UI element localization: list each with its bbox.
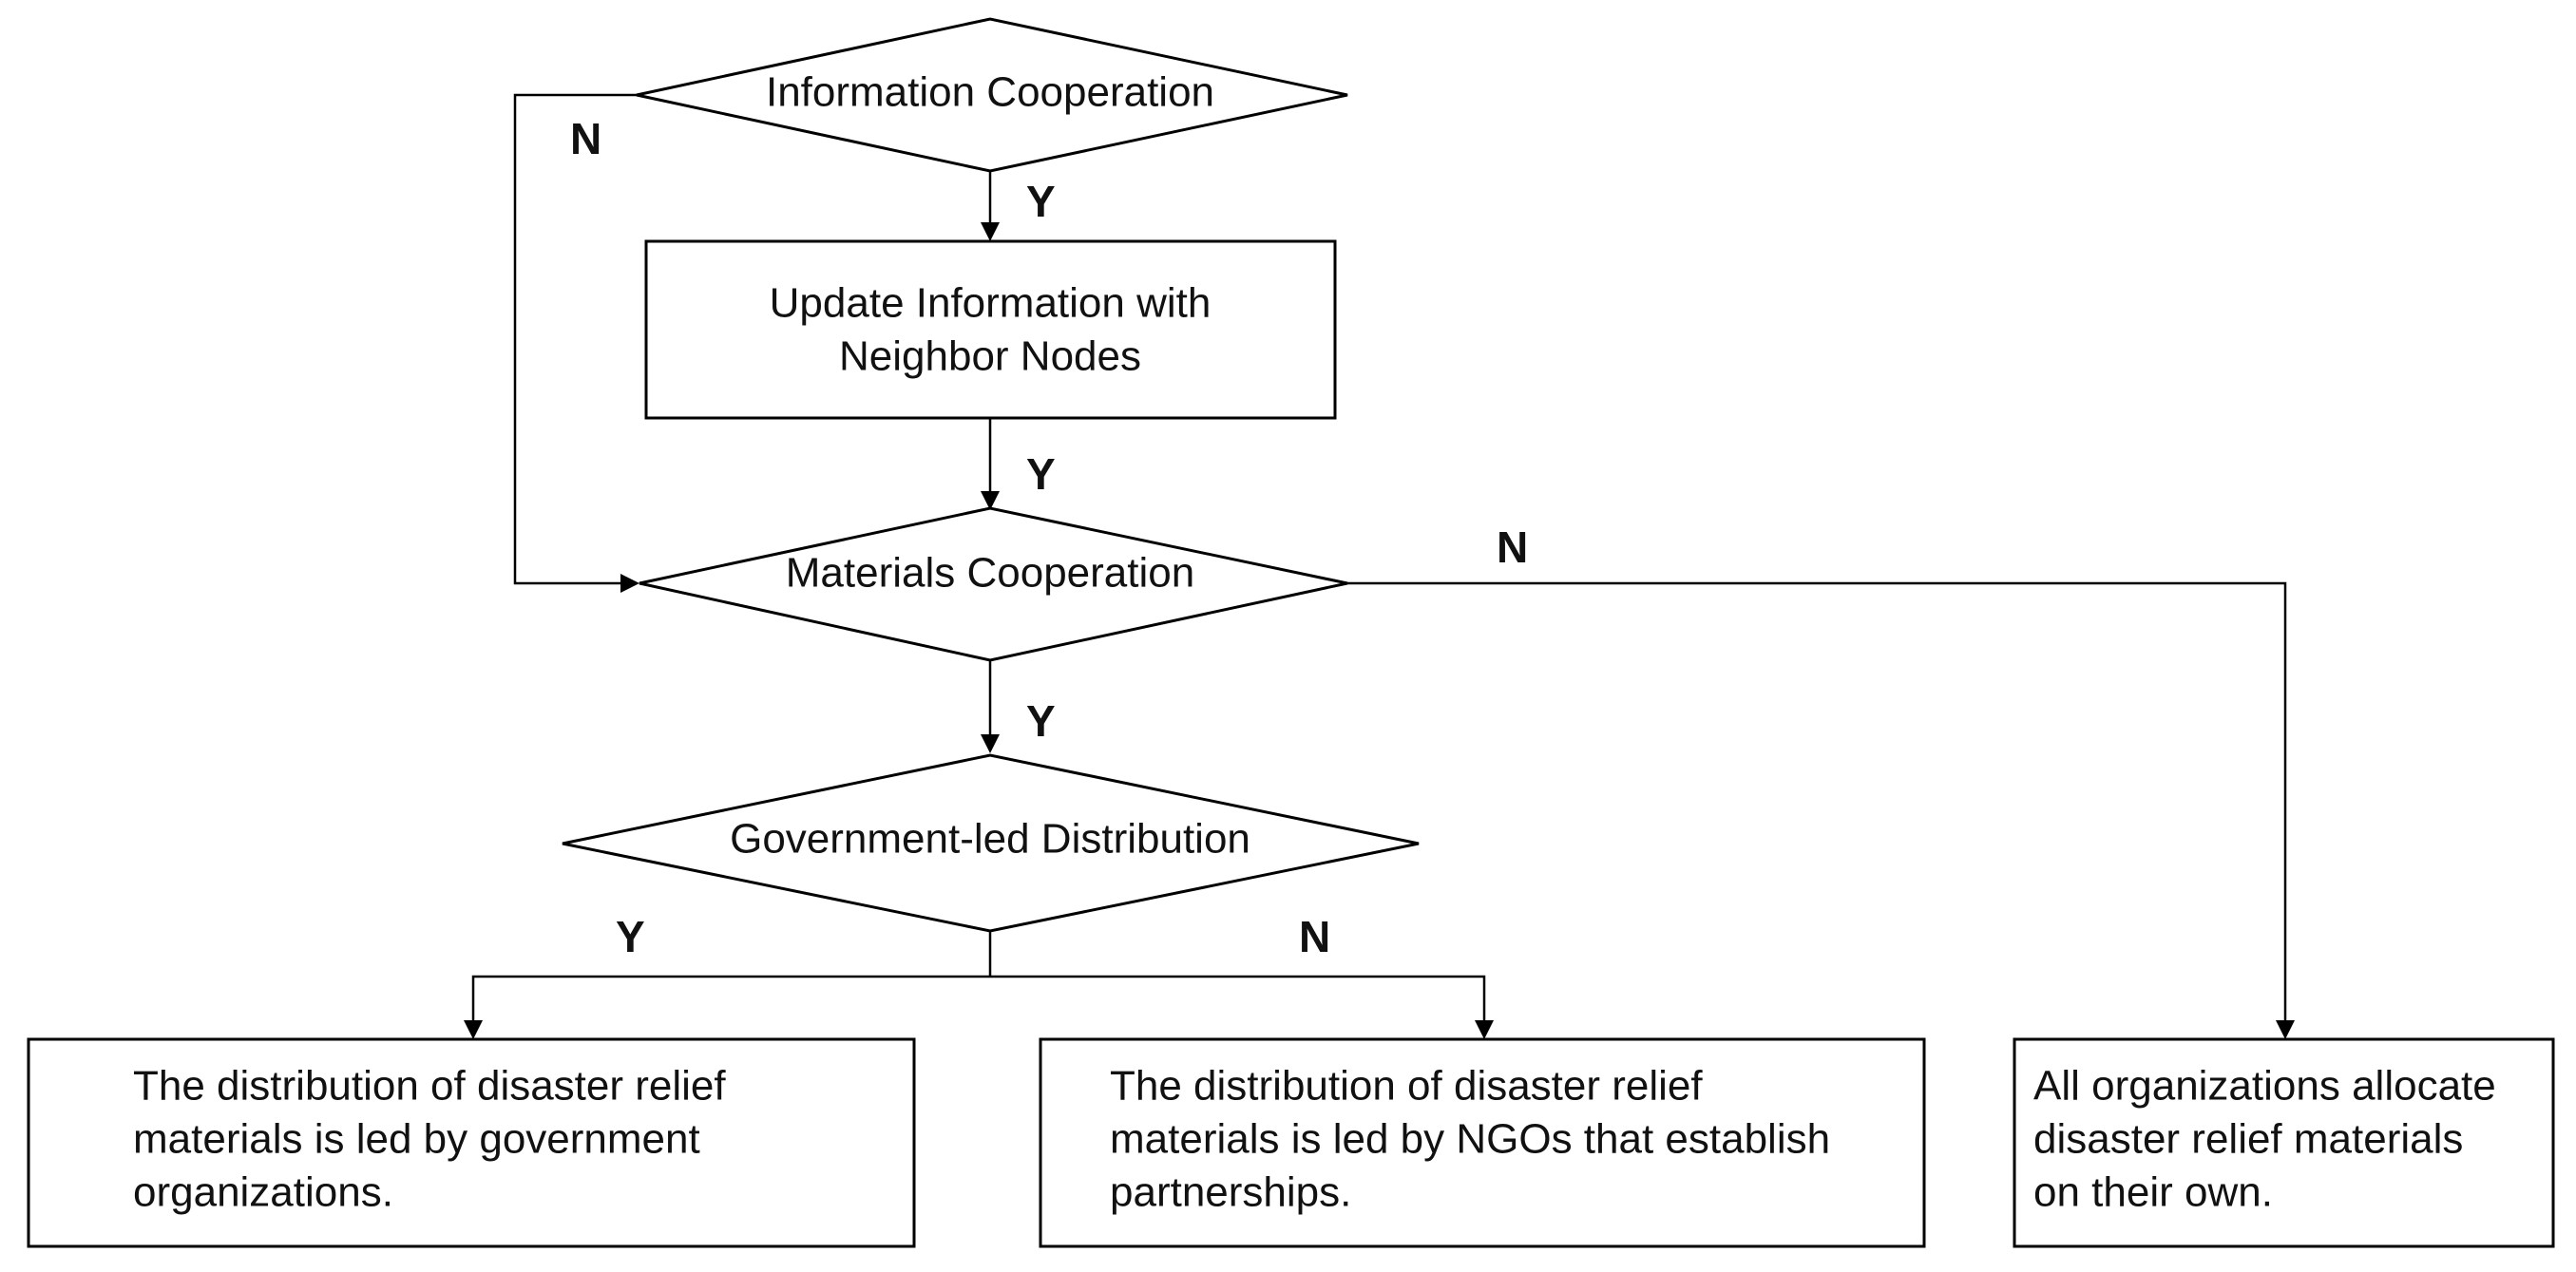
ngo-outcome-line3: partnerships. [1110, 1169, 1351, 1216]
arrowhead-info-to-update [981, 222, 1000, 241]
government-outcome-line3: organizations. [133, 1169, 393, 1216]
materials-cooperation-label: Materials Cooperation [786, 550, 1194, 597]
arrowhead-materials-to-government [981, 734, 1000, 753]
independent-outcome-line2: disaster relief materials [2033, 1116, 2463, 1163]
edge-materials-to-independent [1347, 581, 2287, 1022]
edge-label-government-yes: Y [616, 912, 645, 961]
arrowhead-government-yes [464, 1020, 483, 1039]
information-cooperation-label: Information Cooperation [766, 69, 1214, 116]
edge-label-materials-no: N [1497, 522, 1528, 572]
edge-label-materials-yes: Y [1026, 696, 1056, 746]
government-outcome-box [27, 1037, 916, 1248]
arrowhead-materials-to-independent [2276, 1020, 2295, 1039]
edge-label-government-no: N [1299, 912, 1330, 961]
edge-label-info-yes: Y [1026, 177, 1056, 226]
independent-outcome-line3: on their own. [2033, 1169, 2273, 1216]
arrowhead-update-to-materials [981, 491, 1000, 510]
ngo-outcome-line2: materials is led by NGOs that establish [1110, 1116, 1830, 1163]
ngo-outcome-line1: The distribution of disaster relief [1110, 1063, 1703, 1110]
government-led-distribution-decision [562, 753, 1420, 933]
edge-label-info-no: N [570, 114, 601, 163]
government-outcome-line2: materials is led by government [133, 1116, 700, 1163]
independent-outcome-box [2013, 1037, 2555, 1248]
government-led-distribution-label: Government-led Distribution [730, 816, 1250, 863]
ngo-outcome-box [1039, 1037, 1926, 1248]
update-information-process [644, 239, 1337, 420]
government-outcome-line1: The distribution of disaster relief [133, 1063, 726, 1110]
independent-outcome-line1: All organizations allocate [2033, 1063, 2496, 1110]
arrowhead-government-no [1475, 1020, 1494, 1039]
edge-info-bypass-to-materials [513, 93, 637, 585]
edge-label-update-yes: Y [1026, 449, 1056, 499]
materials-cooperation-decision [639, 506, 1348, 662]
information-cooperation-decision [636, 17, 1348, 173]
update-information-label-line2: Neighbor Nodes [839, 333, 1141, 380]
update-information-label-line1: Update Information with [770, 280, 1212, 327]
arrowhead-info-bypass [620, 574, 639, 593]
edge-government-split [471, 975, 1486, 1022]
